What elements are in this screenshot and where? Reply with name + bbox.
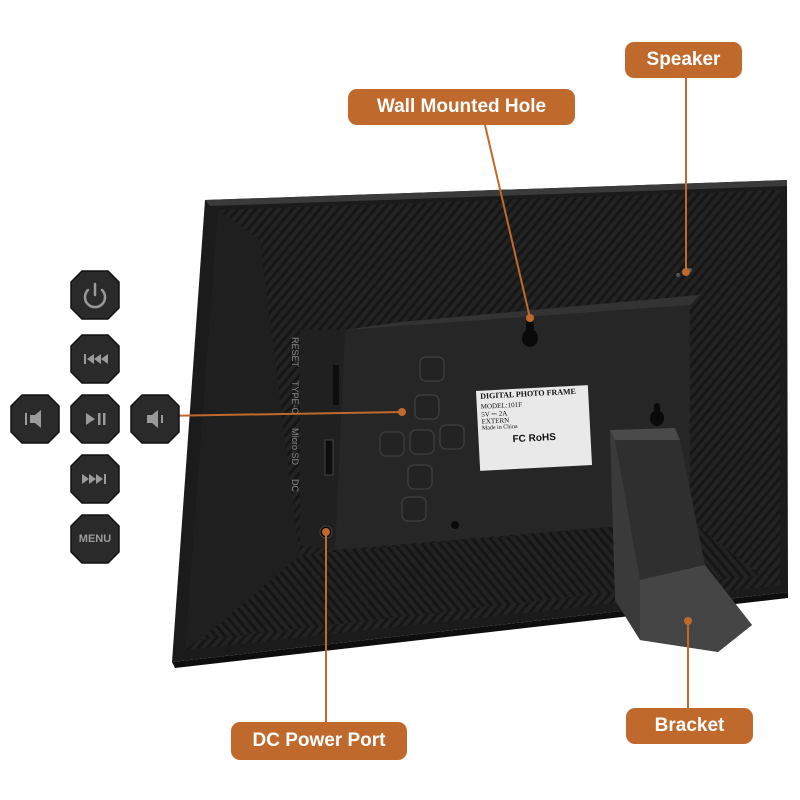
screw-hole bbox=[451, 521, 459, 529]
speaker-callout-text: Speaker bbox=[646, 49, 721, 70]
device-buttons bbox=[379, 356, 465, 522]
dc-power-port-callout: DC Power Port bbox=[231, 722, 407, 760]
bracket-callout: Bracket bbox=[626, 708, 753, 744]
next-icon bbox=[82, 474, 106, 484]
bracket-callout-text: Bracket bbox=[654, 715, 725, 736]
play-pause-button[interactable] bbox=[70, 394, 120, 444]
volume-down-button[interactable] bbox=[10, 394, 60, 444]
label-certs: FC RoHS bbox=[512, 431, 557, 445]
reset-label: RESET bbox=[290, 337, 300, 368]
previous-button[interactable] bbox=[70, 334, 120, 384]
power-icon bbox=[83, 282, 107, 309]
wall-mounted-hole-callout-text: Wall Mounted Hole bbox=[376, 96, 547, 117]
leader-lines bbox=[159, 78, 689, 722]
wall-mount-hole bbox=[522, 320, 538, 347]
volume-up-icon bbox=[147, 410, 163, 428]
menu-button[interactable]: MENU bbox=[70, 514, 120, 564]
volume-up-button[interactable] bbox=[130, 394, 180, 444]
play-pause-icon bbox=[86, 413, 106, 425]
volume-down-icon bbox=[25, 410, 41, 428]
wall-mounted-hole-callout: Wall Mounted Hole bbox=[348, 89, 575, 125]
micro-sd-label: Micro SD bbox=[290, 428, 300, 466]
micro-sd-slot bbox=[333, 365, 339, 405]
menu-button-label: MENU bbox=[78, 533, 112, 545]
bracket-stand bbox=[610, 428, 752, 652]
label-plate-bg bbox=[475, 385, 593, 471]
next-button[interactable] bbox=[70, 454, 120, 504]
power-button[interactable] bbox=[70, 270, 120, 320]
label-plate: DIGITAL PHOTO FRAME MODEL:101F 5V ⎓ 2A E… bbox=[480, 387, 590, 468]
speaker-callout: Speaker bbox=[625, 42, 742, 78]
previous-icon bbox=[84, 354, 108, 364]
dc-label: DC bbox=[290, 479, 300, 493]
type-c-label: TYPE-C bbox=[290, 381, 300, 415]
usb-port bbox=[324, 439, 334, 476]
wall-mount-hole-2 bbox=[650, 403, 664, 426]
dc-power-port-callout-text: DC Power Port bbox=[252, 730, 386, 751]
